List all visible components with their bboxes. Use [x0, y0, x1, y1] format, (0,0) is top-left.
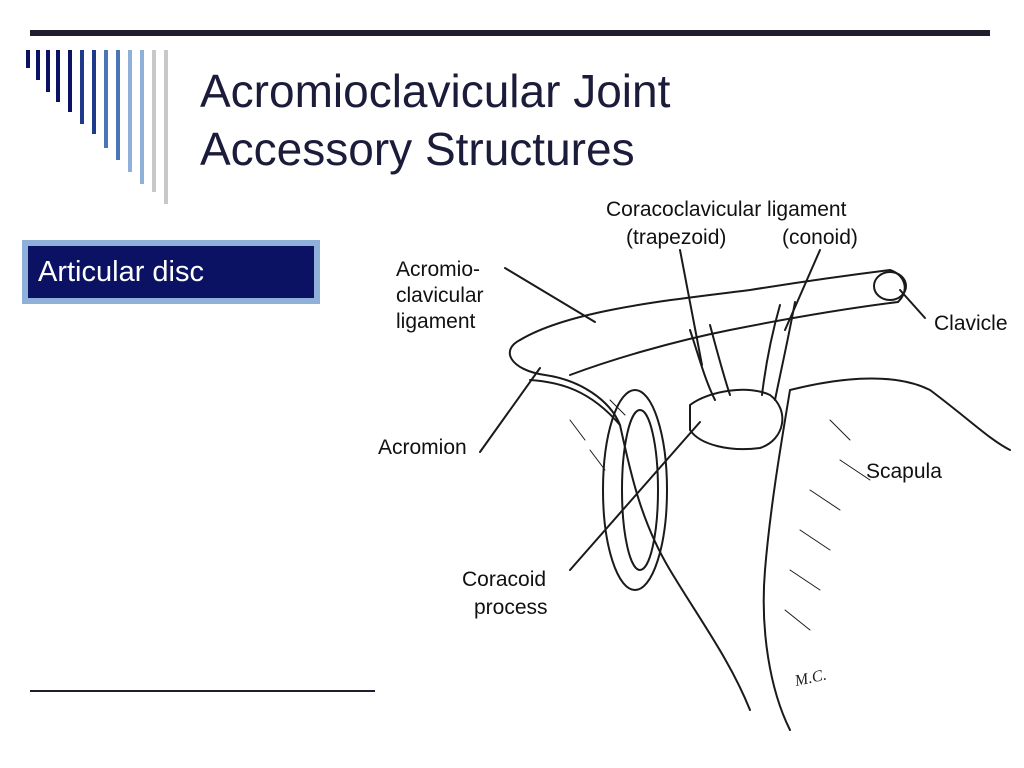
label-coracoid-1: Coracoid	[462, 568, 546, 591]
top-rule	[30, 30, 990, 36]
artist-signature: M.C.	[792, 667, 828, 690]
shoulder-illustration: Coracoclavicular ligament (trapezoid) (c…	[378, 198, 1011, 731]
decorative-bars	[24, 50, 174, 210]
slide-title: Acromioclavicular Joint Accessory Struct…	[200, 62, 960, 178]
title-line-1: Acromioclavicular Joint	[200, 65, 671, 117]
label-clavicle: Clavicle	[934, 312, 1008, 335]
leader-ac-ligament	[504, 267, 596, 323]
acromion-shape	[508, 339, 621, 426]
label-ac-ligament-2: clavicular	[396, 284, 484, 307]
title-line-2: Accessory Structures	[200, 123, 635, 175]
glenoid-cavity	[602, 389, 668, 591]
label-trapezoid: (trapezoid)	[626, 226, 726, 249]
label-coracoclavicular: Coracoclavicular ligament	[606, 198, 847, 221]
callout-text: Articular disc	[28, 246, 314, 298]
label-coracoid-2: process	[474, 596, 548, 619]
leader-acromion	[479, 367, 541, 453]
label-scapula: Scapula	[866, 460, 942, 483]
leader-coracoid	[569, 421, 701, 571]
label-acromion: Acromion	[378, 436, 467, 459]
scapula-outline	[762, 377, 1011, 731]
anatomy-figure: Coracoclavicular ligament (trapezoid) (c…	[370, 190, 1024, 750]
clavicle-end	[873, 271, 907, 301]
leader-trapezoid	[679, 249, 703, 366]
label-conoid: (conoid)	[782, 226, 858, 249]
coracoid-process-shape	[689, 388, 784, 451]
label-ac-ligament-3: ligament	[396, 310, 476, 333]
clavicle-shape	[519, 269, 906, 376]
callout-box: Articular disc	[22, 240, 320, 304]
leader-clavicle	[899, 289, 926, 319]
trapezoid-ligament	[689, 324, 731, 401]
label-ac-ligament-1: Acromio-	[396, 258, 480, 281]
bottom-rule	[30, 690, 375, 692]
leader-conoid	[784, 249, 821, 331]
